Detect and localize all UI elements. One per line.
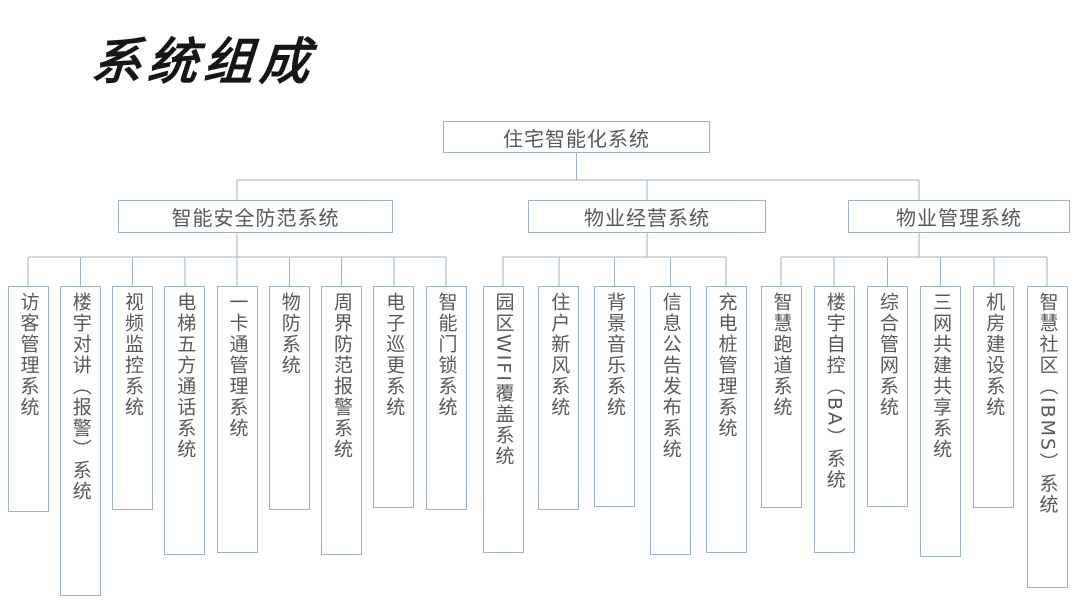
node-root: 住宅智能化系统 bbox=[443, 121, 710, 153]
node-leaf-label: 物防系统 bbox=[278, 292, 301, 376]
node-leaf-label: 一卡通管理系统 bbox=[226, 292, 249, 439]
node-leaf: 电子巡更系统 bbox=[373, 286, 415, 508]
node-leaf-label: 信息公告发布系统 bbox=[659, 292, 682, 460]
node-leaf: 三网共建共享系统 bbox=[920, 286, 962, 557]
node-leaf-label: 电梯五方通话系统 bbox=[174, 292, 197, 460]
node-leaf: 楼宇对讲（报警）系统 bbox=[59, 286, 101, 596]
node-leaf-label: 楼宇自控（BA）系统 bbox=[823, 292, 846, 491]
node-leaf: 访客管理系统 bbox=[7, 286, 49, 512]
node-branch-label: 物业管理系统 bbox=[896, 206, 1022, 230]
node-leaf-label: 楼宇对讲（报警）系统 bbox=[69, 292, 92, 502]
node-leaf-label: 园区WIFI覆盖系统 bbox=[492, 292, 515, 467]
node-leaf: 住户新风系统 bbox=[538, 286, 580, 510]
node-leaf-label: 智能门锁系统 bbox=[435, 292, 458, 418]
node-leaf-label: 智慧社区（IBMS）系统 bbox=[1036, 292, 1059, 516]
node-leaf: 视频监控系统 bbox=[112, 286, 153, 510]
node-leaf: 信息公告发布系统 bbox=[649, 286, 691, 555]
node-branch-security: 智能安全防范系统 bbox=[118, 200, 393, 233]
node-leaf: 一卡通管理系统 bbox=[216, 286, 258, 553]
node-leaf: 楼宇自控（BA）系统 bbox=[813, 286, 855, 553]
node-leaf: 电梯五方通话系统 bbox=[164, 286, 206, 555]
node-leaf-label: 周界防范报警系统 bbox=[331, 292, 353, 460]
node-leaf-label: 三网共建共享系统 bbox=[930, 292, 953, 460]
node-leaf: 园区WIFI覆盖系统 bbox=[482, 286, 524, 553]
node-leaf: 物防系统 bbox=[268, 286, 310, 510]
node-leaf: 背景音乐系统 bbox=[594, 286, 635, 507]
node-leaf: 周界防范报警系统 bbox=[321, 286, 362, 555]
node-leaf-label: 综合管网系统 bbox=[876, 292, 899, 418]
node-leaf: 充电桩管理系统 bbox=[705, 286, 747, 553]
node-leaf: 智能门锁系统 bbox=[425, 286, 467, 510]
node-leaf-label: 充电桩管理系统 bbox=[715, 292, 738, 439]
node-branch-label: 物业经营系统 bbox=[584, 206, 710, 230]
node-leaf-label: 机房建设系统 bbox=[983, 292, 1006, 418]
node-root-label: 住宅智能化系统 bbox=[503, 126, 650, 151]
node-leaf-label: 视频监控系统 bbox=[122, 292, 144, 418]
node-branch-label: 智能安全防范系统 bbox=[171, 206, 340, 230]
node-leaf: 智慧社区（IBMS）系统 bbox=[1026, 286, 1068, 588]
node-leaf: 综合管网系统 bbox=[866, 286, 908, 507]
node-leaf: 机房建设系统 bbox=[973, 286, 1015, 508]
node-leaf-label: 电子巡更系统 bbox=[383, 292, 406, 418]
node-leaf-label: 住户新风系统 bbox=[548, 292, 571, 418]
node-leaf-label: 智慧跑道系统 bbox=[770, 292, 793, 418]
node-leaf: 智慧跑道系统 bbox=[760, 286, 802, 508]
page-title: 系统组成 bbox=[89, 32, 318, 91]
node-leaf-label: 背景音乐系统 bbox=[604, 292, 626, 418]
node-leaf-label: 访客管理系统 bbox=[17, 292, 40, 418]
node-branch-operation: 物业经营系统 bbox=[528, 200, 766, 233]
node-branch-management: 物业管理系统 bbox=[848, 200, 1070, 233]
